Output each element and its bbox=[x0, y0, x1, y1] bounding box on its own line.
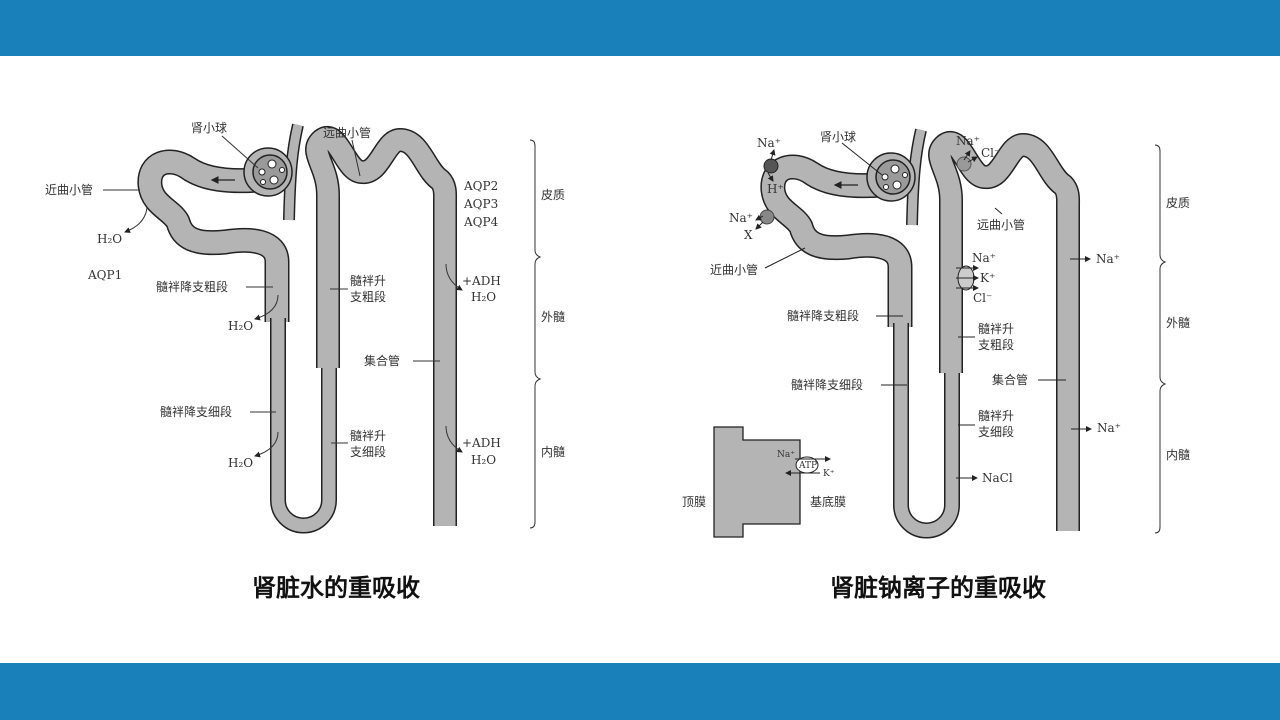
label-cell-k: K⁺ bbox=[823, 469, 835, 479]
label-thin-desc: 髓袢降支细段 bbox=[160, 404, 232, 419]
zone-outer-medulla: 外髓 bbox=[1166, 316, 1190, 330]
label-na-cd-2: Na⁺ bbox=[1097, 421, 1121, 435]
label-adh-2: +ADH bbox=[462, 436, 501, 450]
label-collecting-duct: 集合管 bbox=[992, 372, 1028, 387]
label-cl-2: Cl⁻ bbox=[973, 291, 992, 305]
label-thick-asc-2: 支粗段 bbox=[978, 337, 1014, 352]
label-na-2: Na⁺ bbox=[729, 211, 753, 225]
left-nephron bbox=[150, 125, 445, 526]
label-thick-desc: 髓袢降支粗段 bbox=[156, 279, 228, 294]
top-banner bbox=[0, 0, 1280, 56]
left-zone-brace bbox=[529, 139, 541, 529]
label-h: H⁺ bbox=[767, 182, 784, 196]
label-dct: 远曲小管 bbox=[323, 125, 371, 140]
label-atp: ATP bbox=[798, 461, 817, 471]
zone-cortex: 皮质 bbox=[541, 188, 565, 202]
label-thin-asc: 髓袢升 bbox=[978, 408, 1014, 423]
label-glomerulus: 肾小球 bbox=[191, 121, 227, 135]
zone-inner-medulla: 内髓 bbox=[1166, 448, 1190, 462]
right-caption: 肾脏钠离子的重吸收 bbox=[830, 574, 1046, 602]
label-thin-asc-2: 支细段 bbox=[350, 444, 386, 459]
label-h2o-pct: H₂O bbox=[97, 232, 122, 246]
label-thin-asc: 髓袢升 bbox=[350, 428, 386, 443]
label-thick-desc: 髓袢降支粗段 bbox=[787, 308, 859, 323]
label-aqp3: AQP3 bbox=[463, 197, 498, 211]
cell-schematic bbox=[713, 426, 801, 538]
label-cell-na: Na⁺ bbox=[777, 450, 795, 460]
label-h2o-thick: H₂O bbox=[228, 319, 253, 333]
label-adh-1-h2o: H₂O bbox=[471, 290, 496, 304]
label-aqp2: AQP2 bbox=[463, 179, 498, 193]
transporter-ncc bbox=[956, 156, 972, 172]
label-glomerulus: 肾小球 bbox=[820, 130, 856, 144]
label-thin-desc: 髓袢降支细段 bbox=[791, 377, 863, 392]
label-h2o-thin: H₂O bbox=[228, 456, 253, 470]
label-na-1: Na⁺ bbox=[757, 136, 781, 150]
zone-cortex: 皮质 bbox=[1166, 196, 1190, 210]
label-na-3: Na⁺ bbox=[956, 134, 980, 148]
label-k: K⁺ bbox=[980, 271, 995, 285]
label-apical-membrane: 顶膜 bbox=[682, 495, 706, 509]
label-aqp1: AQP1 bbox=[87, 268, 122, 282]
right-zone-brace bbox=[1154, 144, 1166, 534]
label-dct: 远曲小管 bbox=[977, 217, 1025, 232]
label-aqp4: AQP4 bbox=[463, 215, 499, 229]
label-x: X bbox=[744, 228, 753, 242]
label-pct: 近曲小管 bbox=[710, 262, 758, 277]
zone-outer-medulla: 外髓 bbox=[541, 310, 565, 324]
left-caption: 肾脏水的重吸收 bbox=[252, 574, 420, 602]
label-collecting-duct: 集合管 bbox=[364, 353, 400, 368]
right-nephron bbox=[773, 130, 1068, 531]
label-pct: 近曲小管 bbox=[45, 182, 93, 197]
label-thin-asc-2: 支细段 bbox=[978, 424, 1014, 439]
label-na-4: Na⁺ bbox=[972, 251, 996, 265]
label-cl-1: Cl⁻ bbox=[981, 146, 1000, 160]
label-thick-asc: 髓袢升 bbox=[350, 273, 386, 288]
label-adh-1: +ADH bbox=[462, 274, 501, 288]
zone-inner-medulla: 内髓 bbox=[541, 445, 565, 459]
label-na-cd-1: Na⁺ bbox=[1096, 252, 1120, 266]
label-adh-2-h2o: H₂O bbox=[471, 453, 496, 467]
label-thick-asc: 髓袢升 bbox=[978, 321, 1014, 336]
label-thick-asc-2: 支粗段 bbox=[350, 289, 386, 304]
transporter-nhe bbox=[763, 158, 779, 174]
bottom-banner bbox=[0, 663, 1280, 720]
label-basal-membrane: 基底膜 bbox=[810, 494, 846, 509]
label-nacl: NaCl bbox=[982, 471, 1013, 485]
